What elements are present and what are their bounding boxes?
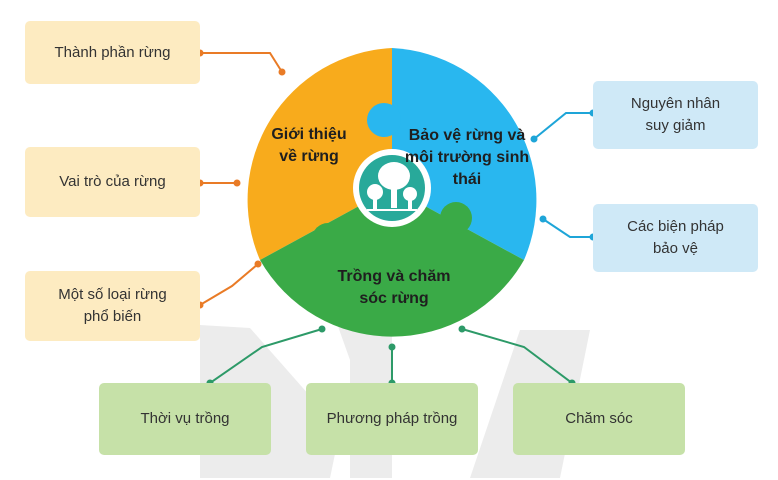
box-phuong-phap-trong: Phương pháp trồng: [306, 383, 478, 455]
label-trong-va-cham-soc: Trồng và chăm sóc rừng: [337, 268, 451, 307]
box-vai-tro-cua-rung: Vai trò của rừng: [25, 147, 200, 217]
segment-bao-ve: [392, 48, 537, 260]
box-cham-soc: Chăm sóc: [513, 383, 685, 455]
connector-cham-soc: [461, 328, 573, 384]
connector-thoi-vu: [209, 328, 323, 384]
forest-trees-icon: [367, 162, 417, 211]
connector-bien-phap: [542, 218, 593, 238]
connector-thanh-phan: [200, 52, 283, 73]
label-gioi-thieu: Giới thiệu về rừng: [271, 126, 347, 165]
segment-gioi-thieu: [247, 48, 392, 260]
box-mot-so-loai-rung: Một số loại rừng phổ biến: [25, 271, 200, 341]
knob-green-left: [312, 223, 344, 255]
box-nguyen-nhan-suy-giam: Nguyên nhân suy giảm: [593, 81, 758, 149]
puzzle-circle: [247, 48, 537, 337]
box-thoi-vu-trong: Thời vụ trồng: [99, 383, 271, 455]
knob-blue: [367, 103, 401, 137]
knob-green-right: [440, 202, 472, 234]
connector-nguyen-nhan: [533, 112, 593, 140]
box-thanh-phan-rung: Thành phần rừng: [25, 21, 200, 84]
connector-mot-so-loai: [199, 263, 259, 306]
label-bao-ve: Bảo vệ rừng và môi trường sinh thái: [404, 127, 530, 188]
connector-lines: [199, 52, 593, 384]
box-cac-bien-phap-bao-ve: Các biện pháp bảo vệ: [593, 204, 758, 272]
